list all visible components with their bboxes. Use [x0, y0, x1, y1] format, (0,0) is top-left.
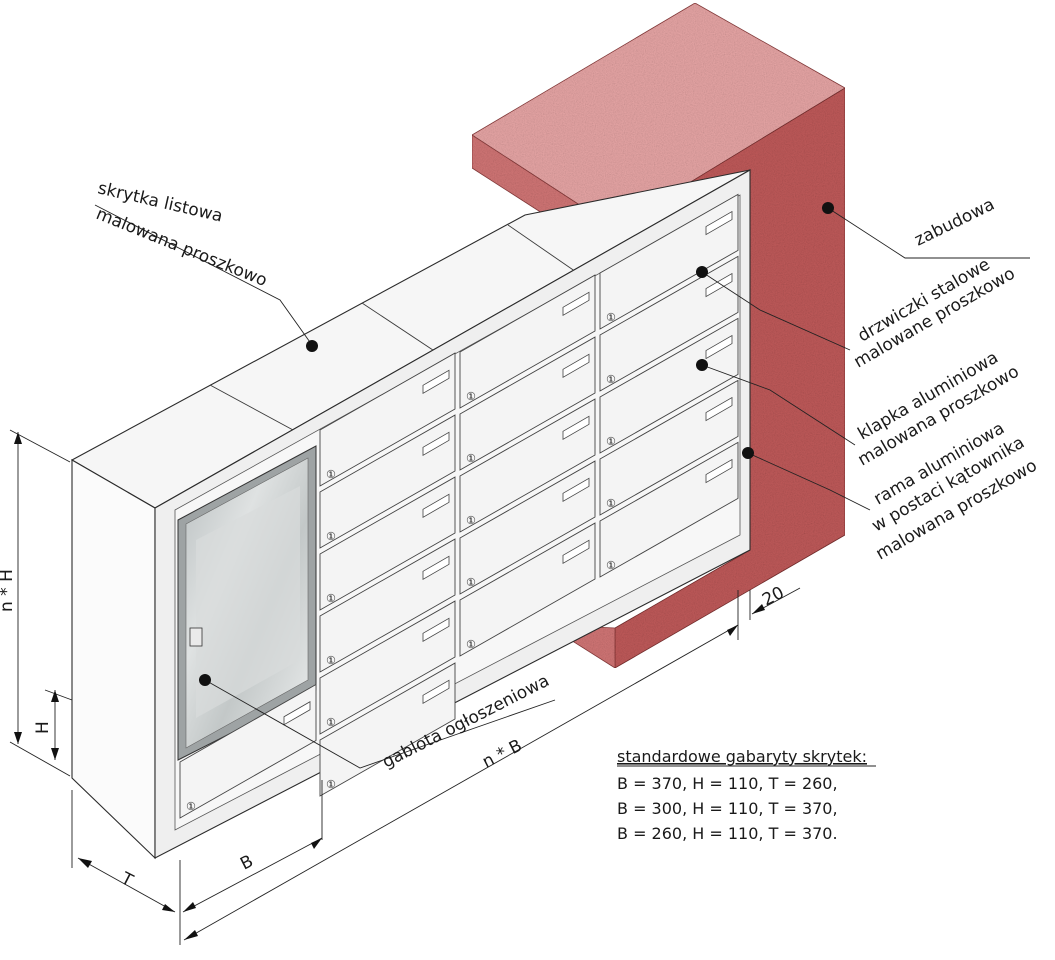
callout-dot-rama [742, 447, 754, 459]
mailbox-lock-number: ① [606, 497, 616, 510]
mailbox-door[interactable]: ① [319, 600, 456, 735]
mailbox-door[interactable]: ① [319, 414, 456, 549]
mailbox-door[interactable]: ① [319, 352, 456, 487]
mail-slot-flap[interactable] [705, 458, 733, 484]
mail-slot-flap[interactable] [562, 291, 590, 316]
spec-line-3: B = 260, H = 110, T = 370. [617, 824, 838, 843]
mailbox-door[interactable]: ① [599, 255, 739, 392]
mailbox-door-panel [459, 522, 596, 657]
mailbox-lock-number: ① [466, 390, 476, 403]
mail-slot-flap[interactable] [283, 701, 311, 726]
spec-line-2: B = 300, H = 110, T = 370, [617, 799, 838, 818]
mailbox-lock-number: ① [606, 559, 616, 572]
mail-slot-flap[interactable] [705, 210, 733, 236]
mailbox-door-panel [319, 352, 456, 487]
mailbox-lock-number: ① [466, 576, 476, 589]
mailbox-door-panel [459, 274, 596, 409]
callout-dot-skrytka [306, 340, 318, 352]
mailbox-door[interactable]: ① [599, 193, 739, 330]
mail-slot-flap[interactable] [422, 369, 450, 394]
mailbox-door-panel [599, 379, 739, 516]
mailbox-lock-number: ① [466, 452, 476, 465]
mailbox-door-panel [179, 683, 317, 819]
label-zabudowa: zabudowa [911, 195, 997, 251]
mailbox-doors: ① ① ① ① ① ① ① ① ① ① ① ① ① ① ① ① ① [179, 193, 739, 819]
mailbox-door[interactable]: ① [599, 441, 739, 578]
mail-slot-flap[interactable] [705, 272, 733, 298]
mailbox-door-panel [459, 398, 596, 533]
notice-board-lock [189, 627, 203, 647]
mailbox-door-panel [319, 538, 456, 673]
dim-20: 20 [759, 583, 787, 611]
mailbox-door-panel [459, 460, 596, 595]
mail-slot-flap[interactable] [705, 396, 733, 422]
mailbox-lock-number: ① [326, 468, 336, 481]
callout-dot-drzwiczki [696, 266, 708, 278]
notice-board [177, 445, 317, 761]
mailbox-lock-number: ① [606, 435, 616, 448]
dim-nH: n * H [0, 569, 17, 612]
mailbox-door[interactable]: ① [599, 379, 739, 516]
mailbox-door-panel [319, 414, 456, 549]
leader-lines [94, 204, 1030, 769]
mail-slot-flap[interactable] [562, 415, 590, 440]
mail-slot-flap[interactable] [422, 493, 450, 518]
callout-dot-gablota [199, 674, 211, 686]
mailbox-lock-number: ① [186, 800, 196, 813]
housing-side-face [71, 459, 156, 860]
mailbox-lock-number: ① [466, 514, 476, 527]
mailbox-lock-number: ① [326, 530, 336, 543]
callout-dot-klapka [696, 359, 708, 371]
spec-title: standardowe gabaryty skrytek: [617, 747, 867, 766]
dim-B: B [237, 851, 256, 874]
callout-dot-zabudowa [822, 202, 834, 214]
mailbox-door[interactable]: ① [459, 398, 596, 533]
mailbox-door-panel [319, 600, 456, 735]
mailbox-lock-number: ① [466, 638, 476, 651]
mail-slot-flap[interactable] [562, 477, 590, 502]
mail-slot-flap[interactable] [422, 555, 450, 580]
mail-slot-flap[interactable] [562, 353, 590, 378]
mailbox-door-panel [599, 193, 739, 330]
mail-slot-flap[interactable] [705, 334, 733, 360]
mailbox-door-panel [459, 336, 596, 471]
mail-slot-flap[interactable] [562, 539, 590, 564]
dimension-lines [9, 429, 801, 945]
mailbox-door[interactable]: ① [319, 662, 456, 797]
mailbox-lock-number: ① [606, 373, 616, 386]
mailbox-door-panel [599, 441, 739, 578]
mailbox-door[interactable]: ① [459, 460, 596, 595]
mailbox-door-panel [599, 317, 739, 454]
mailbox-lock-number: ① [326, 778, 336, 791]
mailbox-door[interactable]: ① [179, 683, 317, 819]
mailbox-door-panel [319, 476, 456, 611]
dim-nB: n * B [479, 736, 525, 773]
mailbox-door[interactable]: ① [459, 274, 596, 409]
dim-T: T [117, 868, 137, 891]
mailbox-door-panel [599, 255, 739, 392]
mailbox-door[interactable]: ① [459, 522, 596, 657]
mail-slot-flap[interactable] [422, 617, 450, 642]
mail-slot-flap[interactable] [422, 679, 450, 704]
mailbox-door[interactable]: ① [319, 538, 456, 673]
mailbox-door[interactable]: ① [459, 336, 596, 471]
mailbox-door[interactable]: ① [319, 476, 456, 611]
mailbox-door-panel [319, 662, 456, 797]
mailbox-lock-number: ① [326, 592, 336, 605]
mail-slot-flap[interactable] [422, 431, 450, 456]
mailbox-lock-number: ① [606, 311, 616, 324]
spec-line-1: B = 370, H = 110, T = 260, [617, 774, 838, 793]
callout-dots [199, 202, 834, 686]
mailbox-lock-number: ① [326, 716, 336, 729]
spec-block: standardowe gabaryty skrytek: B = 370, H… [617, 747, 876, 843]
dim-H: H [33, 721, 53, 734]
mailbox-lock-number: ① [326, 654, 336, 667]
mailbox-door[interactable]: ① [599, 317, 739, 454]
